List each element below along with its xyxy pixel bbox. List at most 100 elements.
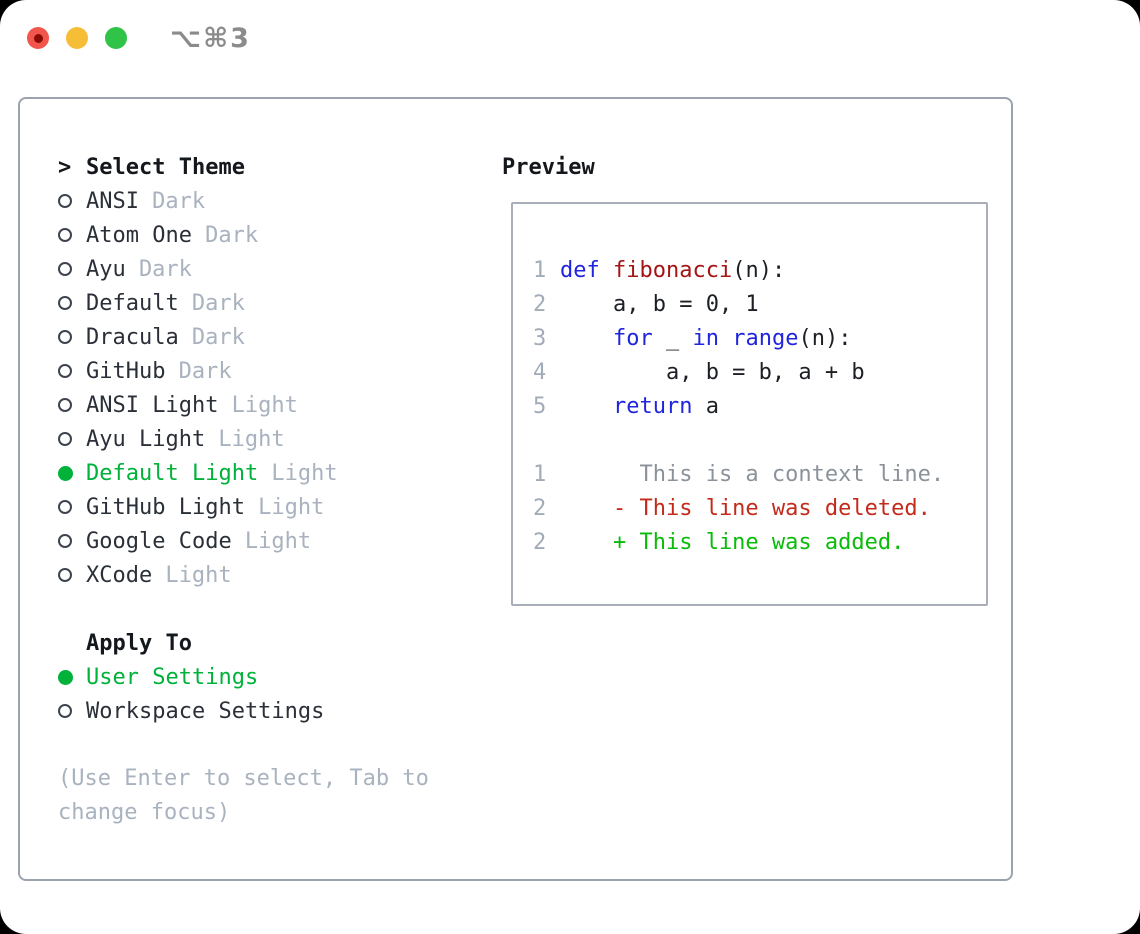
radio-icon [58,228,72,242]
minimize-button[interactable] [66,27,88,49]
code-text: return a [560,394,719,419]
theme-variant: Dark [178,358,232,384]
theme-name: Ayu Light [86,426,206,452]
code-line: 4 a, b = b, a + b [533,355,986,389]
zoom-button[interactable] [105,27,127,49]
theme-name: Dracula [86,324,179,350]
code-segment: (n): [798,325,852,351]
titlebar: ⌥⌘3 [0,0,1140,76]
theme-variant: Light [218,426,285,452]
theme-name: GitHub Light [86,494,245,520]
radio-gutter [58,704,86,718]
code-segment: a [692,393,719,419]
theme-name: Default [86,290,179,316]
code-segment: def [560,257,600,283]
spacer [58,728,502,762]
theme-option[interactable]: Default Dark [58,286,502,320]
code-line: 5 return a [533,389,986,423]
radio-gutter [58,500,86,514]
radio-icon [58,398,72,412]
theme-name: XCode [86,562,153,588]
radio-gutter [58,398,86,412]
radio-selected-icon [58,465,73,481]
theme-variant: Dark [191,290,245,316]
diff-line-added: 2 + This line was added. [533,525,986,559]
code-segment: return [612,393,693,419]
code-text: a, b = b, a + b [560,360,865,385]
theme-option[interactable]: Dracula Dark [58,320,502,354]
theme-option[interactable]: GitHub Dark [58,354,502,388]
code-line: 3 for _ in range(n): [533,321,986,355]
line-number: 1 [533,257,547,283]
code-segment: a, b = 0, 1 [560,291,759,317]
radio-icon [58,194,72,208]
theme-variant: Light [165,562,232,588]
code-segment: _ [652,325,693,351]
blank-line [533,423,986,457]
line-number: 2 [533,529,547,555]
line-number: 1 [533,461,547,487]
theme-variant: Dark [205,222,259,248]
code-segment: range [732,325,799,351]
apply-to-name: User Settings [86,664,259,690]
radio-gutter [58,228,86,242]
window-title: ⌥⌘3 [170,22,251,54]
theme-variant: Dark [191,324,245,350]
radio-gutter [58,669,86,685]
code-segment [560,326,613,351]
radio-icon [58,330,72,344]
theme-option[interactable]: XCode Light [58,558,502,592]
apply-to-option[interactable]: User Settings [58,660,502,694]
close-dot-icon [33,33,43,43]
radio-icon [58,568,72,582]
theme-variant: Dark [152,188,206,214]
theme-name: Google Code [86,528,232,554]
code-text: for _ in range(n): [560,326,851,351]
radio-icon [58,364,72,378]
spacer [58,592,502,626]
preview-title: Preview [502,154,595,180]
diff-line-deleted: 2 - This line was deleted. [533,491,986,525]
code-segment: in [692,325,719,351]
radio-icon [58,262,72,276]
line-number: 4 [533,359,547,385]
radio-gutter [58,568,86,582]
radio-gutter [58,262,86,276]
radio-icon [58,296,72,310]
theme-name: GitHub [86,358,166,384]
select-theme-header: > Select Theme [58,150,502,184]
radio-gutter [58,194,86,208]
diff-text: - This line was deleted. [560,495,931,521]
line-number: 2 [533,495,547,521]
diff-text: + This line was added. [560,529,905,555]
radio-gutter [58,465,86,481]
radio-icon [58,534,72,548]
radio-icon [58,704,72,718]
code-text: a, b = 0, 1 [560,292,759,317]
select-theme-title: Select Theme [86,154,245,180]
radio-icon [58,500,72,514]
apply-to-name: Workspace Settings [86,698,325,724]
theme-option[interactable]: Ayu Light Light [58,422,502,456]
apply-to-title: Apply To [86,630,192,656]
apply-to-option[interactable]: Workspace Settings [58,694,502,728]
theme-option[interactable]: ANSI Dark [58,184,502,218]
close-button[interactable] [27,27,49,49]
theme-variant: Dark [138,256,192,282]
theme-name: ANSI [86,188,139,214]
theme-name: Default Light [86,460,259,486]
line-number: 2 [533,291,547,317]
apply-to-header: Apply To [58,626,502,660]
